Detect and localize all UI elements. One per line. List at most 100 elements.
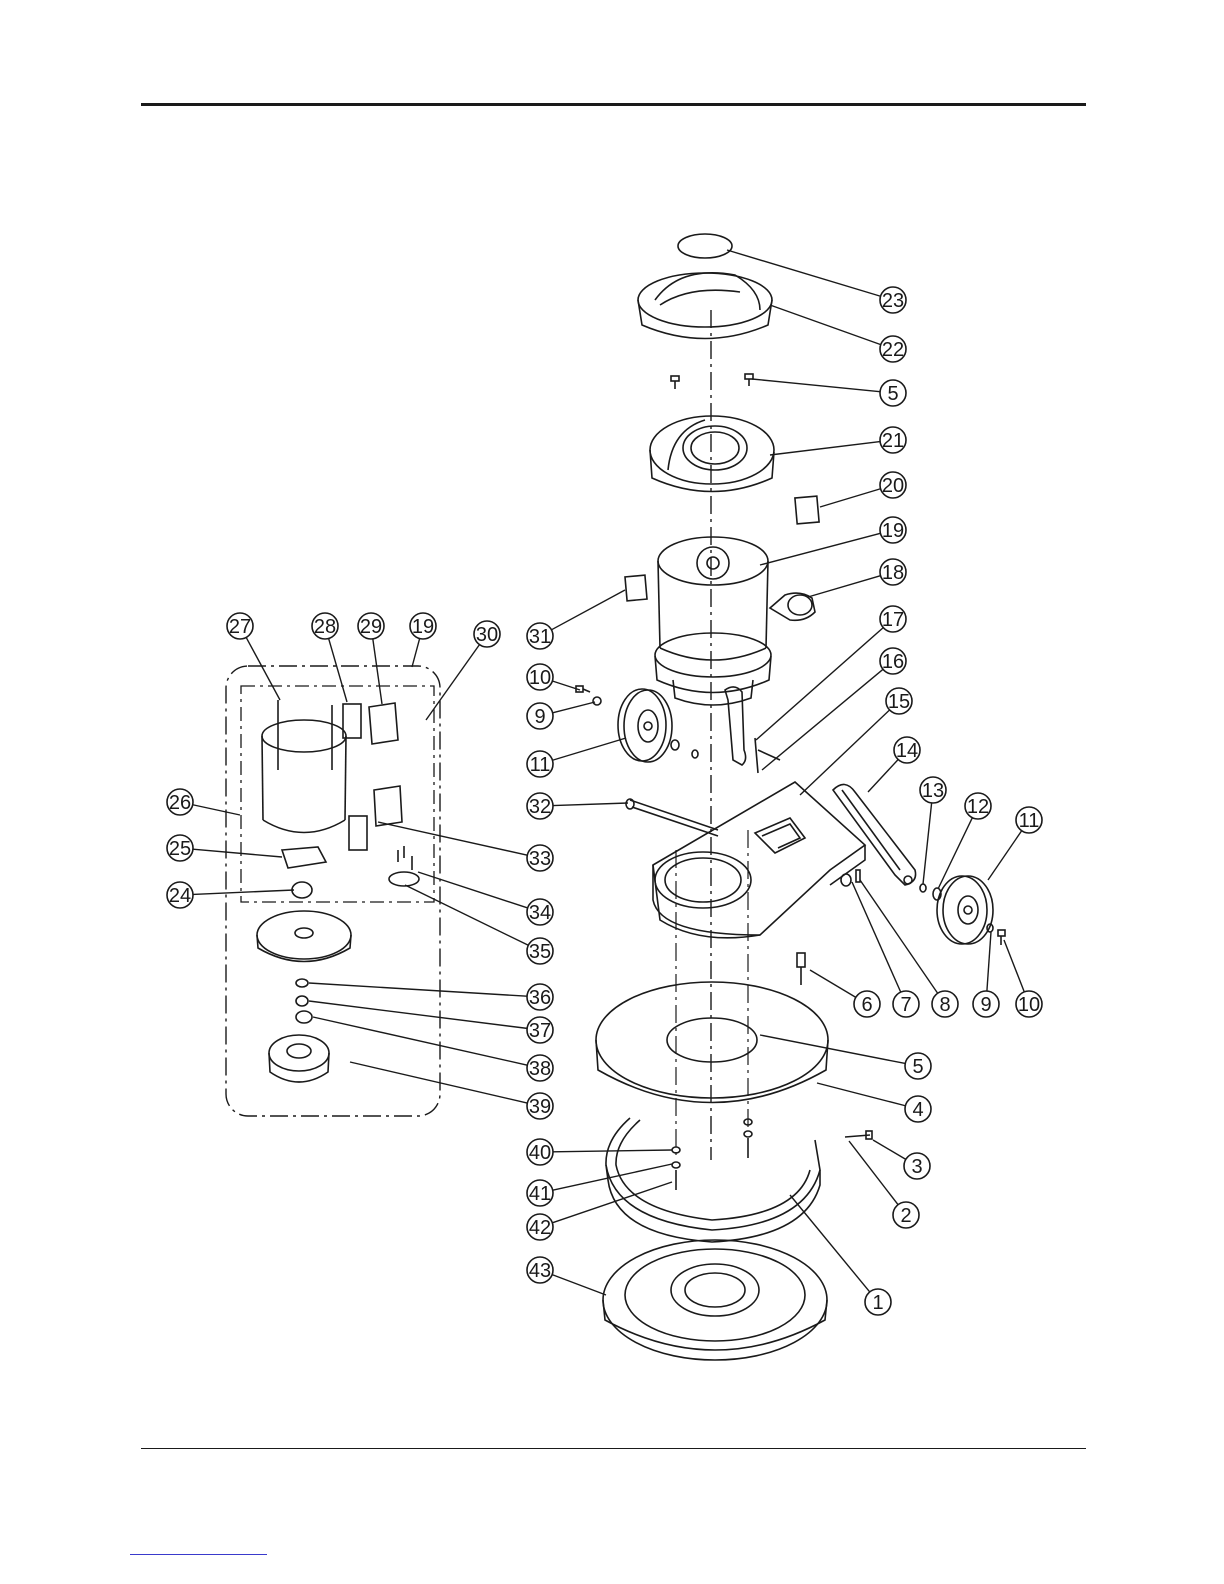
callout-19: 19 (410, 613, 436, 667)
callout-number: 22 (882, 339, 904, 361)
callout-number: 23 (882, 290, 904, 312)
callout-number: 39 (529, 1096, 551, 1118)
callout-20: 20 (820, 472, 906, 507)
callout-16: 16 (762, 648, 906, 770)
callout-leader (873, 1140, 906, 1159)
callout-leader (727, 250, 881, 296)
callout-leader (987, 932, 991, 991)
callout-5: 5 (760, 1035, 931, 1079)
part-handle-bracket (725, 687, 780, 773)
part-screws-top (671, 374, 753, 389)
inset-bearing-38 (296, 1011, 312, 1023)
callout-number: 19 (882, 520, 904, 542)
callout-9: 9 (973, 932, 999, 1017)
callout-leader (988, 831, 1022, 880)
callout-leader (553, 803, 628, 806)
part-chassis (653, 782, 865, 938)
inset-brush-clip-top (369, 703, 398, 744)
callout-leader (553, 702, 595, 713)
callout-number: 35 (529, 941, 551, 963)
part-drive-plate (603, 1240, 827, 1360)
callout-leader (378, 822, 527, 855)
inset-bushing (292, 882, 312, 898)
callout-number: 5 (912, 1056, 923, 1078)
inset-washer-36 (296, 979, 308, 987)
callout-13: 13 (920, 777, 946, 884)
callout-number: 19 (412, 616, 434, 638)
part-label-small (625, 575, 647, 601)
callout-41: 41 (527, 1164, 672, 1206)
callout-leader (552, 1275, 606, 1295)
callout-18: 18 (808, 559, 906, 597)
callout-9: 9 (527, 702, 595, 729)
callout-34: 34 (418, 872, 553, 925)
callout-number: 16 (882, 651, 904, 673)
part-lens (678, 234, 732, 258)
callout-number: 24 (169, 885, 191, 907)
part-handle (833, 784, 916, 885)
callout-22: 22 (770, 305, 906, 362)
callout-31: 31 (527, 590, 625, 649)
callout-leader (760, 533, 880, 565)
callout-25: 25 (167, 835, 282, 861)
callout-30: 30 (426, 621, 500, 720)
callout-leader (246, 637, 280, 700)
part-skirt-ring (606, 1118, 820, 1242)
callout-leader (193, 805, 240, 815)
callout-10: 10 (527, 664, 580, 690)
callout-40: 40 (527, 1139, 672, 1165)
callout-number: 17 (882, 609, 904, 631)
callout-leader (808, 576, 881, 597)
callout-number: 1 (872, 1292, 883, 1314)
part-pin (856, 870, 860, 882)
callout-number: 10 (1018, 994, 1040, 1016)
callout-leader (852, 882, 901, 992)
callout-leader (412, 639, 420, 667)
callout-17: 17 (756, 606, 906, 740)
callout-21: 21 (770, 427, 906, 455)
inset-nut-37 (296, 996, 308, 1006)
part-bolt-stack-left (672, 1147, 680, 1190)
callout-leader (373, 639, 382, 704)
callout-number: 27 (229, 616, 251, 638)
callout-leader (760, 1035, 905, 1063)
inset-gasket (282, 847, 326, 868)
callout-number: 4 (912, 1099, 923, 1121)
callout-number: 8 (939, 994, 950, 1016)
callout-number: 41 (529, 1183, 551, 1205)
callout-leader (553, 1164, 672, 1190)
callout-leader (309, 1001, 527, 1028)
part-fitting (797, 953, 805, 985)
callout-leader (817, 1083, 905, 1106)
callout-number: 2 (900, 1205, 911, 1227)
part-bolt-10-right (998, 930, 1005, 945)
callout-number: 37 (529, 1020, 551, 1042)
callout-number: 7 (900, 994, 911, 1016)
callout-37: 37 (309, 1001, 553, 1043)
callout-leader (790, 1195, 870, 1292)
callout-number: 14 (896, 740, 918, 762)
callout-leader (329, 638, 347, 702)
callout-number: 3 (911, 1156, 922, 1178)
callout-leader (350, 1062, 527, 1103)
callout-number: 28 (314, 616, 336, 638)
callout-number: 30 (476, 624, 498, 646)
callout-number: 31 (529, 626, 551, 648)
callout-number: 38 (529, 1058, 551, 1080)
part-washer-left (671, 740, 679, 750)
part-knob (841, 874, 851, 886)
callout-6: 6 (810, 970, 880, 1017)
callout-19: 19 (760, 517, 906, 565)
callout-leader (193, 890, 294, 894)
callout-leader (810, 970, 856, 997)
part-wheel-right (937, 876, 993, 944)
inset-brush-clip-bottom (374, 786, 402, 826)
part-label-plate (795, 496, 819, 524)
part-motor (655, 537, 771, 705)
callout-number: 42 (529, 1217, 551, 1239)
inset-drive-disk (257, 911, 351, 962)
callout-14: 14 (868, 737, 920, 792)
callout-leader (552, 738, 626, 760)
